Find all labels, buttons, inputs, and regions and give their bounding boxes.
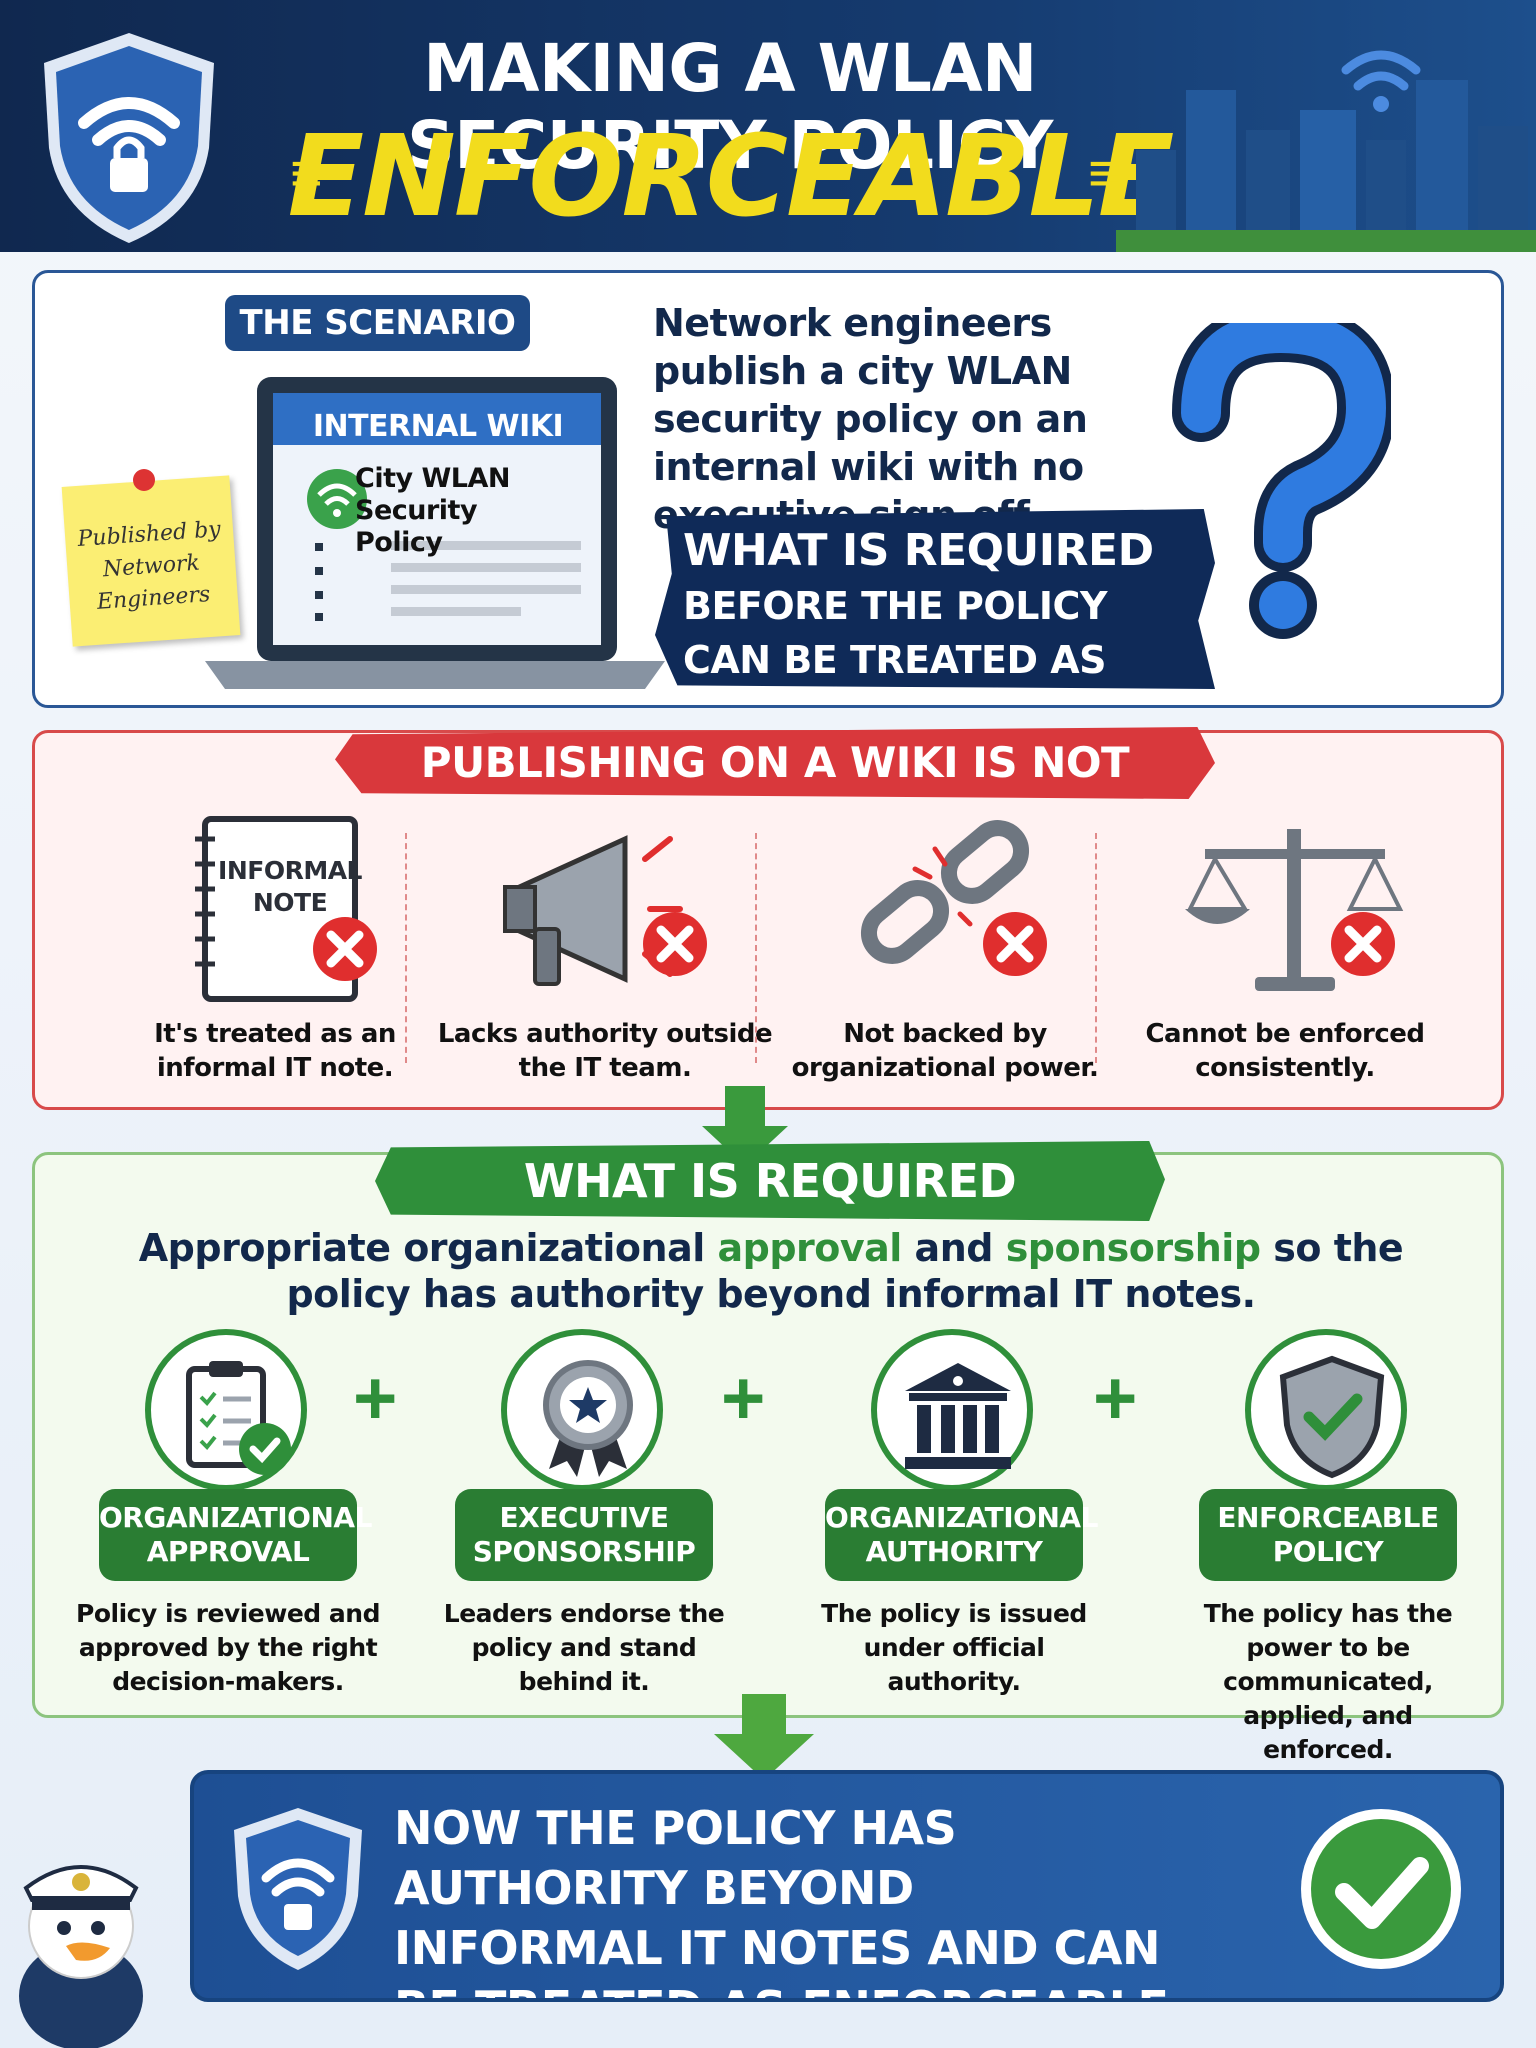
reason-caption: Not backed by organizational power. [791,1019,1099,1083]
clipboard-check-icon [186,1361,291,1475]
wiki-doc-title: City WLAN Security Policy [355,463,510,558]
question-box: WHAT IS REQUIRED BEFORE THE POLICY CAN B… [655,509,1215,689]
reason-caption: Lacks authority outside the IT team. [437,1019,773,1083]
shield-check-icon [1279,1355,1385,1479]
plus-icon: + [353,1356,398,1441]
broken-chain-icon [860,820,1047,976]
highlight-approval: approval [717,1226,902,1270]
icon-circle [871,1329,1033,1491]
requirement-title: EXECUTIVE SPONSORSHIP [455,1489,713,1581]
reason-caption: It's treated as an informal IT note. [154,1019,396,1083]
required-banner: WHAT IS REQUIRED [375,1141,1165,1221]
header-banner: MAKING A WLAN SECURITY POLICY ≡ ENFORCEA… [0,0,1536,252]
reason-item: Lacks authority outside the IT team. [435,809,775,1099]
requirement-title: ORGANIZATIONAL APPROVAL [99,1489,372,1581]
required-text-part: and [901,1226,1006,1270]
reason-item: INFORMAL NOTE It's treated as an informa… [105,809,445,1099]
reason-caption: Cannot be enforced consistently. [1145,1019,1425,1083]
requirement-desc: The policy has the power to be communica… [1203,1599,1453,1764]
spark-left-icon: ≡ [290,141,323,204]
divider [405,833,407,1063]
city-skyline-icon [1116,50,1536,252]
wiki-header: INTERNAL WIKI [312,409,564,444]
plus-icon: + [1093,1356,1138,1441]
notebook-icon [195,816,377,1002]
captain-duck-mascot-icon [19,1865,143,2048]
requirement-desc: Leaders endorse the policy and stand beh… [443,1599,725,1696]
pushpin-icon [133,469,155,491]
spark-right-icon: ≡ [1088,141,1121,204]
highlight-sponsorship: sponsorship [1005,1226,1261,1270]
required-panel: WHAT IS REQUIRED Appropriate organizatio… [32,1141,1504,1764]
question-line2: BEFORE THE POLICY CAN BE TREATED AS ENFO… [683,584,1107,736]
requirement-item: ENFORCEABLE POLICY The policy has the po… [1175,1329,1475,1764]
wifi-shield-icon [44,33,214,243]
conclusion-text: NOW THE POLICY HAS AUTHORITY BEYOND INFO… [394,1801,1186,1998]
wifi-shield-icon [234,1808,362,1970]
not-enough-banner: PUBLISHING ON A WIKI IS NOT ENOUGH [335,727,1215,799]
required-text-part: so the policy has authority beyond infor… [286,1226,1404,1316]
reason-item: Not backed by organizational power. [775,809,1115,1099]
requirement-title: ORGANIZATIONAL AUTHORITY [825,1489,1098,1581]
megaphone-icon [503,835,707,986]
institution-icon [905,1363,1011,1469]
requirement-desc: The policy is issued under official auth… [821,1599,1087,1696]
icon-circle [145,1329,307,1491]
page-title-line2: ENFORCEABLE [287,112,1175,242]
plus-icon: + [721,1356,766,1441]
award-ribbon-icon [543,1360,633,1477]
check-circle-icon [1301,1809,1461,1969]
arrow-down-icon [714,1694,814,1780]
reason-item: Cannot be enforced consistently. [1115,809,1455,1099]
scenario-badge: THE SCENARIO [225,295,530,351]
page-title-line1: MAKING A WLAN SECURITY POLICY [407,30,1053,184]
requirement-item: ORGANIZATIONAL AUTHORITY The policy is i… [801,1329,1101,1709]
laptop-icon [205,377,665,689]
divider [755,833,757,1063]
informal-note-label: INFORMAL NOTE [218,856,362,917]
icon-circle [501,1329,663,1491]
scenario-panel: THE SCENARIO INTERNAL WIKI City WLAN Sec… [32,270,1504,708]
required-description: Appropriate organizational approval and … [115,1225,1427,1317]
scenario-description: Network engineers publish a city WLAN se… [653,301,1088,537]
icon-circle [1245,1329,1407,1491]
divider [1095,833,1097,1063]
not-enough-panel: PUBLISHING ON A WIKI IS NOT ENOUGH INFOR… [32,727,1504,1110]
requirement-title: ENFORCEABLE POLICY [1199,1489,1457,1581]
question-line1: WHAT IS REQUIRED [683,525,1154,576]
question-mark-icon [1172,323,1391,639]
required-text-part: Appropriate organizational [138,1226,718,1270]
requirement-item: ORGANIZATIONAL APPROVAL Policy is review… [75,1329,380,1709]
conclusion-panel: NOW THE POLICY HAS AUTHORITY BEYOND INFO… [190,1770,1504,2002]
requirement-item: EXECUTIVE SPONSORSHIP Leaders endorse th… [431,1329,731,1709]
sticky-note: Published by Network Engineers [61,475,241,647]
requirement-desc: Policy is reviewed and approved by the r… [76,1599,380,1696]
scales-icon [1185,829,1404,991]
